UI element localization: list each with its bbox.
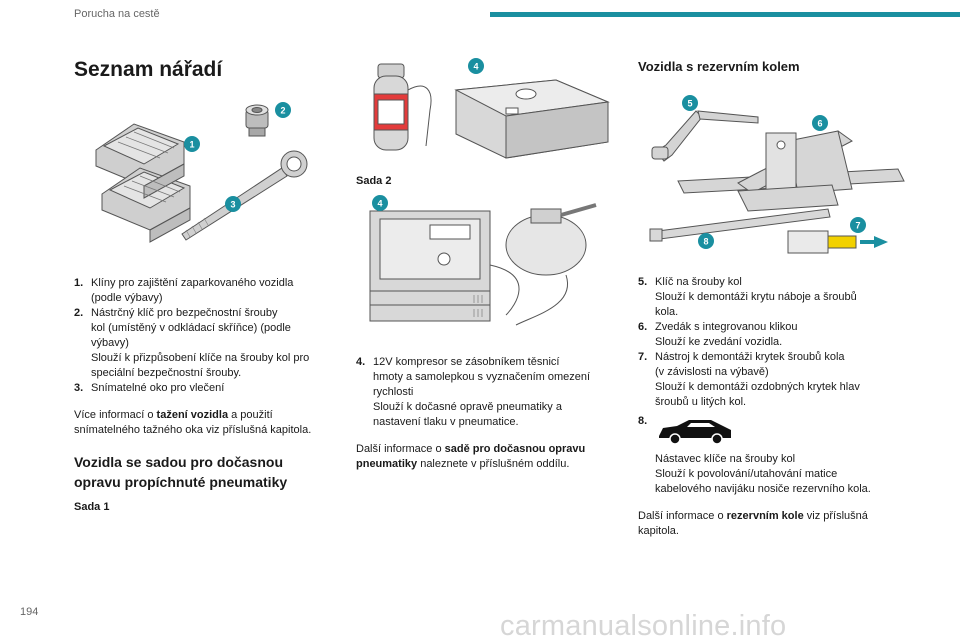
kit-1-label: Sada 1 bbox=[74, 501, 110, 513]
svg-text:2: 2 bbox=[280, 106, 285, 116]
svg-text:4: 4 bbox=[473, 62, 478, 72]
car-icon bbox=[659, 420, 731, 445]
page-title: Seznam nářadí bbox=[74, 58, 223, 81]
column-spare-wheel: Vozidla s rezervním kolem bbox=[638, 58, 920, 539]
callout-badge-7: 7 bbox=[850, 217, 866, 233]
callout-badge-5: 5 bbox=[682, 95, 698, 111]
callout-badge-4-kit2: 4 bbox=[372, 195, 388, 211]
svg-text:4: 4 bbox=[377, 199, 382, 209]
page-number: 194 bbox=[20, 606, 39, 618]
more-info-spare-wheel: Další informace o rezervním kole viz pří… bbox=[638, 510, 868, 537]
more-info-repair-kit: Další informace o sadě pro dočasnou opra… bbox=[356, 443, 586, 470]
callout-badge-3: 3 bbox=[225, 196, 241, 212]
watermark: carmanualsonline.info bbox=[500, 610, 787, 642]
svg-text:8: 8 bbox=[703, 237, 708, 247]
list-item: 1. Klíny pro zajištění zaparkovaného voz… bbox=[74, 277, 294, 304]
list-item: 6. Zvedák s integrovanou klikou Slouží k… bbox=[638, 321, 798, 348]
chocks-wrench-towring-illustration: 1 2 3 bbox=[95, 102, 308, 243]
svg-text:3: 3 bbox=[230, 200, 235, 210]
section-heading-spare-wheel: Vozidla s rezervním kolem bbox=[638, 59, 800, 74]
svg-text:1: 1 bbox=[189, 140, 194, 150]
repair-kit-2-illustration: 4 bbox=[369, 195, 597, 326]
column-tools-list: Seznam nářadí bbox=[74, 58, 342, 515]
callout-badge-8: 8 bbox=[698, 233, 714, 249]
spare-wheel-list: 5. Klíč na šrouby kol Slouží k demontáži… bbox=[638, 275, 920, 497]
repair-kit-list: 4. 12V kompresor se zásobníkem těsnicí h… bbox=[356, 355, 624, 430]
list-item: 2. Nástrčný klíč pro bezpečnostní šrouby… bbox=[74, 307, 310, 379]
spare-wheel-tools-illustration: 5 6 7 8 bbox=[649, 95, 905, 254]
header-section-title: Porucha na cestě bbox=[74, 8, 160, 20]
header-accent-bar bbox=[490, 12, 960, 17]
svg-text:6: 6 bbox=[817, 119, 822, 129]
callout-badge-6: 6 bbox=[812, 115, 828, 131]
svg-text:7: 7 bbox=[855, 221, 860, 231]
callout-badge-4: 4 bbox=[468, 58, 484, 74]
list-item: 4. 12V kompresor se zásobníkem těsnicí h… bbox=[356, 356, 591, 428]
svg-text:5: 5 bbox=[687, 99, 692, 109]
list-item: 8. Nástavec klíče na šrouby kol Slouží k… bbox=[638, 415, 871, 495]
column-repair-kit: 4 Sada 2 4 4. 12V kompresor bbox=[356, 58, 624, 472]
repair-kit-1-illustration: 4 bbox=[373, 58, 610, 159]
list-item: 3. Snímatelné oko pro vlečení bbox=[74, 382, 225, 394]
more-info-towing: Více informací o tažení vozidla a použit… bbox=[74, 409, 312, 436]
callout-badge-1: 1 bbox=[184, 136, 200, 152]
list-item: 7. Nástroj k demontáži krytek šroubů kol… bbox=[638, 351, 860, 408]
callout-badge-2: 2 bbox=[275, 102, 291, 118]
kit-2-label: Sada 2 bbox=[356, 175, 392, 187]
list-item: 5. Klíč na šrouby kol Slouží k demontáži… bbox=[638, 276, 857, 318]
tools-list: 1. Klíny pro zajištění zaparkovaného voz… bbox=[74, 276, 342, 396]
